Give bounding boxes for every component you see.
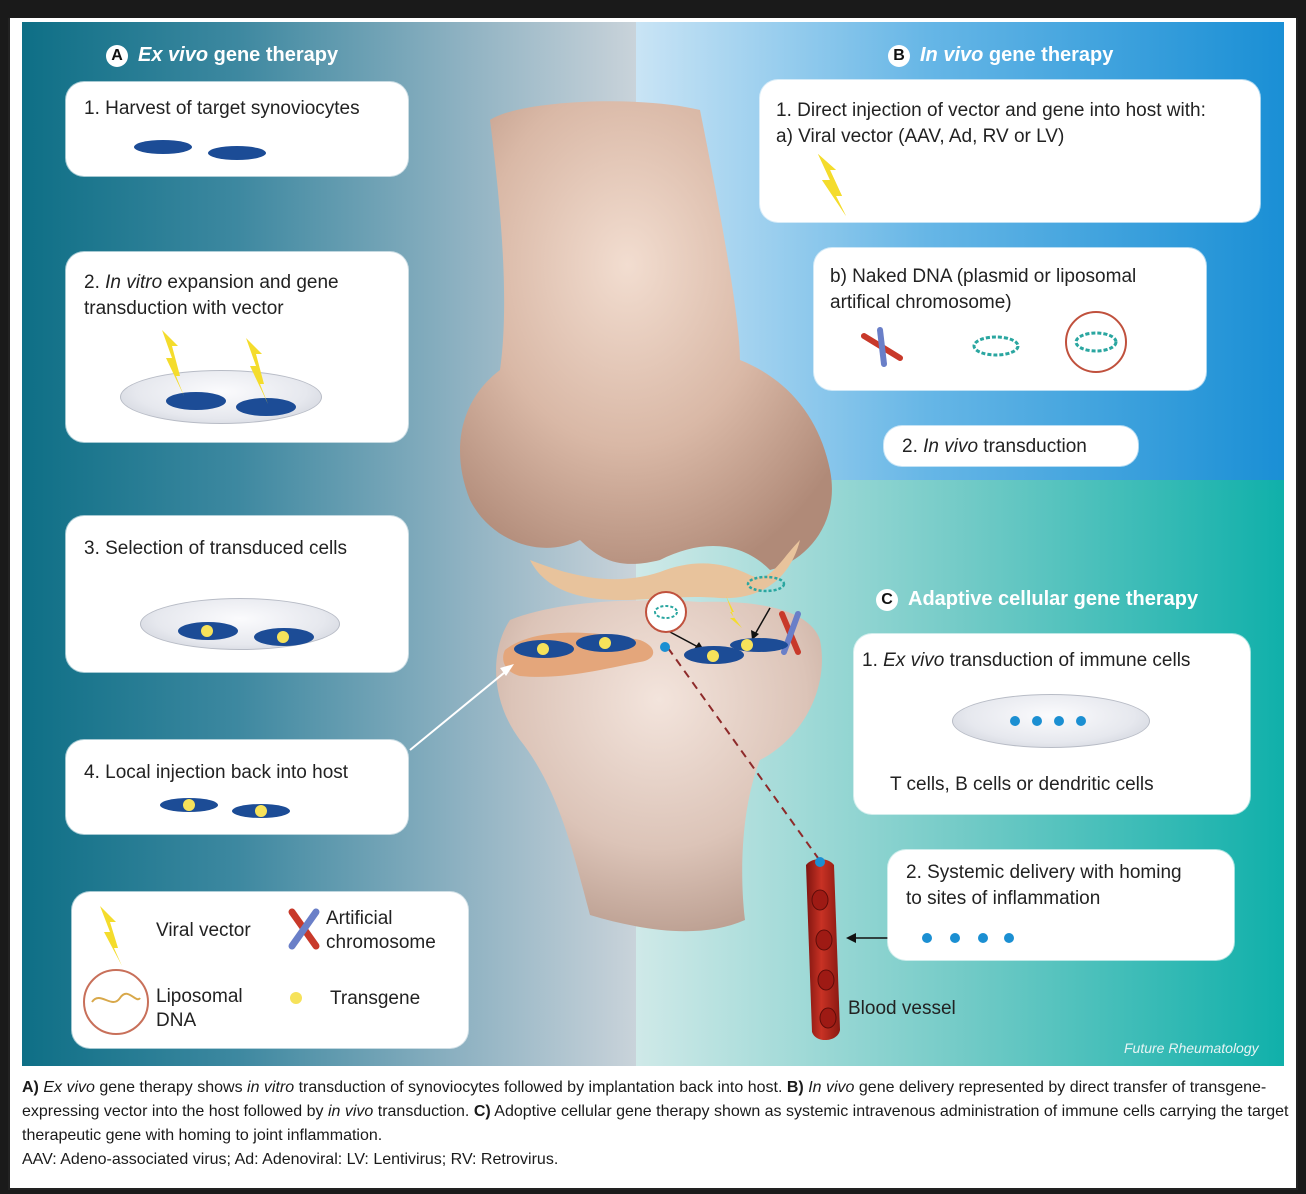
viral-vector-icon	[818, 154, 846, 216]
caption-abbreviations: AAV: Adeno-associated virus; Ad: Adenovi…	[22, 1151, 558, 1168]
caption-a-italic2: in vitro	[247, 1079, 294, 1096]
panel-c-cells-label: T cells, B cells or dendritic cells	[890, 772, 1154, 797]
panel-c-header: C Adaptive cellular gene therapy	[876, 588, 1198, 611]
figure-caption: A) Ex vivo gene therapy shows in vitro t…	[22, 1076, 1292, 1172]
caption-a-italic1: Ex vivo	[43, 1079, 95, 1096]
caption-b-label: B)	[787, 1079, 804, 1096]
petri-dish	[952, 694, 1150, 748]
immune-cell-dot	[1004, 933, 1014, 943]
panel-c-letter: C	[876, 589, 898, 611]
panel-c-step2-line2: to sites of inflammation	[906, 886, 1100, 911]
caption-b-text2: transduction.	[373, 1103, 474, 1120]
immune-cell-dot	[978, 933, 988, 943]
figure-credit: Future Rheumatology	[1124, 1040, 1259, 1056]
caption-c-label: C)	[474, 1103, 491, 1120]
c-step1-italic: Ex vivo	[883, 650, 944, 671]
caption-b-italic2: in vivo	[328, 1103, 373, 1120]
caption-a-text1: gene therapy shows	[95, 1079, 247, 1096]
immune-cell-dot	[922, 933, 932, 943]
immune-cell-dot	[1032, 716, 1042, 726]
panel-c-step1-text: 1. Ex vivo transduction of immune cells	[862, 648, 1190, 673]
immune-cell-dot	[950, 933, 960, 943]
c-step1-number: 1.	[862, 650, 883, 671]
panel-c-title: Adaptive cellular gene therapy	[908, 588, 1198, 610]
immune-cell-dot	[1010, 716, 1020, 726]
caption-a-label: A)	[22, 1079, 39, 1096]
blood-vessel-label: Blood vessel	[848, 996, 956, 1021]
immune-cell-dot	[1054, 716, 1064, 726]
caption-b-italic1: In vivo	[808, 1079, 854, 1096]
immune-cell-dot	[1076, 716, 1086, 726]
panel-c-step2-line1: 2. Systemic delivery with homing	[906, 860, 1182, 885]
c-step1-rest: transduction of immune cells	[944, 650, 1190, 671]
caption-a-text2: transduction of synoviocytes followed by…	[294, 1079, 787, 1096]
